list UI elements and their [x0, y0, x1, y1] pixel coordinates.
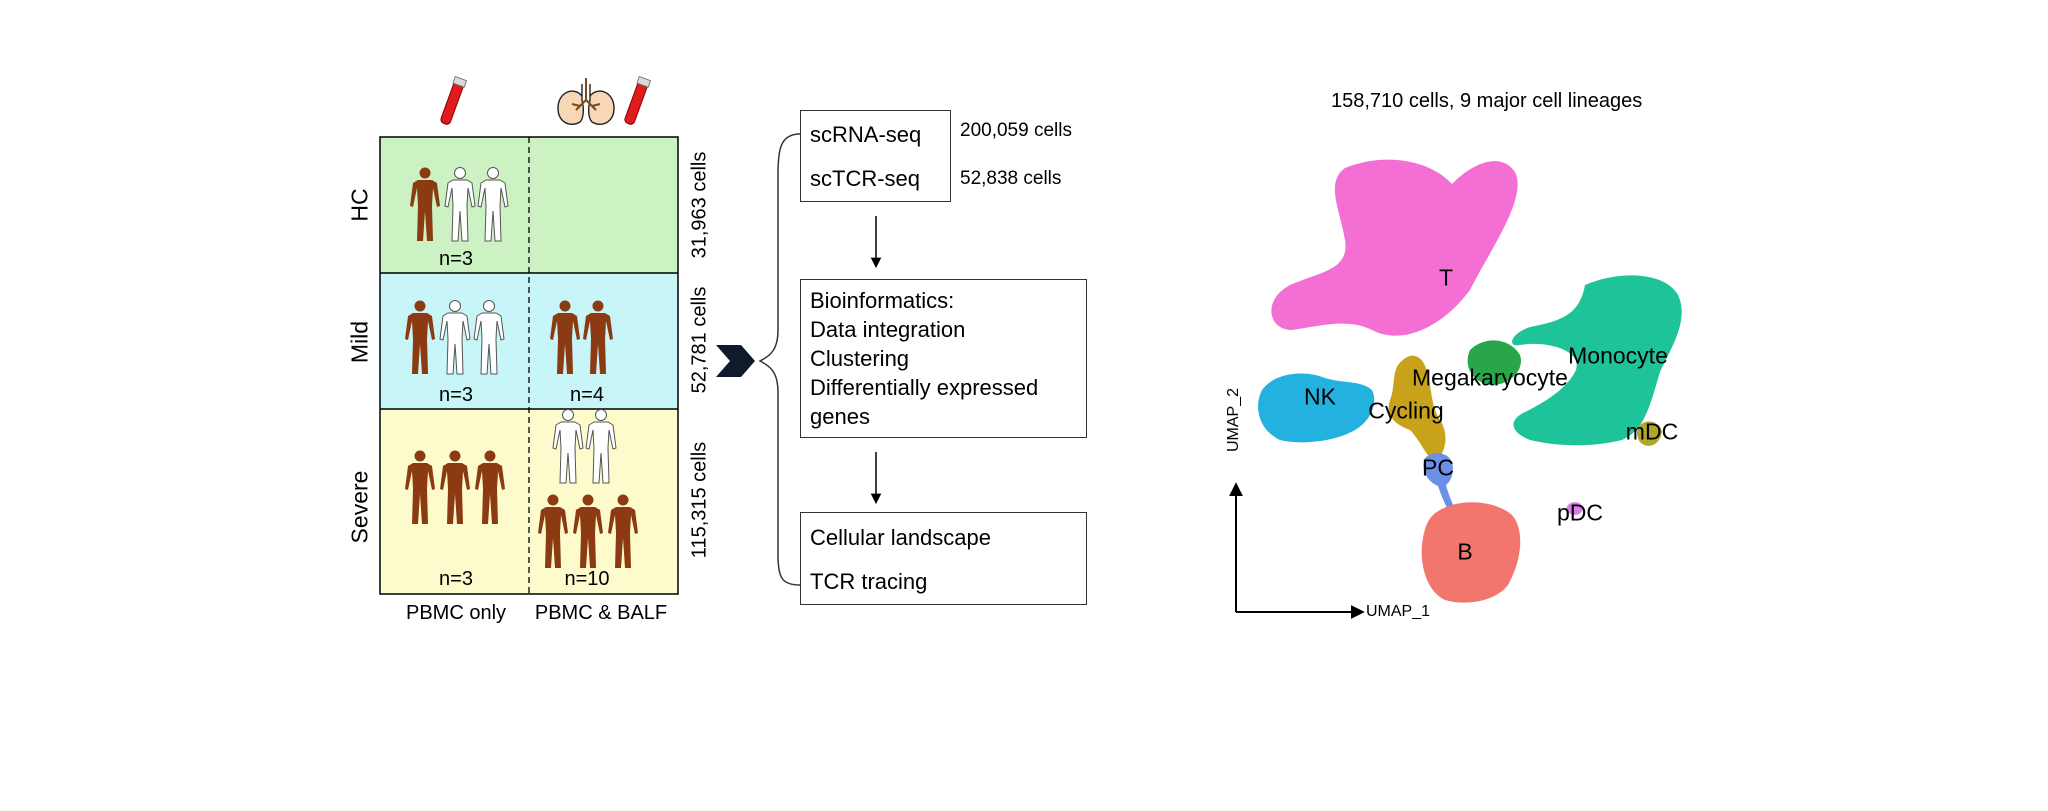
cluster-mdc	[1637, 421, 1662, 446]
cluster-label-nk: NK	[1304, 383, 1336, 410]
cluster-pdc	[1566, 502, 1583, 516]
cluster-label-cycling: Cycling	[1368, 397, 1444, 424]
blood-tube-icon	[438, 76, 468, 127]
seq-sctcr-label: scTCR-seq	[810, 166, 921, 191]
cluster-label-megakaryocyte: Megakaryocyte	[1412, 364, 1568, 391]
lungs-icon	[557, 78, 615, 126]
cluster-megakaryocyte	[1467, 340, 1521, 385]
umap-clusters	[1258, 159, 1682, 603]
cluster-monocyte	[1512, 275, 1682, 446]
cluster-label-pc: PC	[1422, 454, 1454, 481]
output-item: Cellular landscape	[810, 525, 991, 550]
cluster-label-monocyte: Monocyte	[1568, 342, 1668, 369]
cluster-label-mdc: mDC	[1625, 418, 1679, 445]
bioinfo-item: genes	[810, 404, 870, 429]
workflow-bracket	[758, 133, 801, 586]
cluster-t	[1271, 159, 1518, 336]
scrna-cell-count: 200,059 cells	[960, 120, 1072, 141]
group-label-severe: Severe	[346, 470, 373, 544]
cluster-label-pdc: pDC	[1556, 499, 1604, 526]
n-severe-balf: n=10	[564, 568, 610, 590]
cluster-nk	[1258, 373, 1375, 443]
n-hc-pbmc: n=3	[439, 248, 473, 270]
cell-count-severe: 115,315 cells	[688, 441, 711, 559]
umap-y-axis-label: UMAP_2	[1225, 387, 1242, 453]
umap-x-axis-label: UMAP_1	[1366, 603, 1431, 620]
column-label-pbmc: PBMC only	[405, 602, 507, 624]
cohort-grid	[379, 136, 679, 595]
outputs-box: Cellular landscape TCR tracing	[800, 512, 1087, 605]
blood-tube-icon	[622, 76, 652, 127]
chevron-icon	[716, 345, 755, 377]
cluster-label-t: T	[1438, 264, 1454, 291]
bioinfo-item: Data integration	[810, 317, 966, 342]
n-mild-pbmc: n=3	[439, 384, 473, 406]
column-label-pbmc-balf: PBMC & BALF	[534, 602, 668, 624]
n-mild-balf: n=4	[570, 384, 604, 406]
cluster-b	[1421, 502, 1521, 603]
cell-count-mild: 52,781 cells	[688, 286, 711, 394]
group-label-hc: HC	[346, 188, 373, 222]
umap-title: 158,710 cells, 9 major cell lineages	[1331, 90, 1643, 112]
seq-scrna-label: scRNA-seq	[810, 122, 922, 147]
sequencing-box: scRNA-seq scTCR-seq	[800, 110, 951, 202]
n-severe-pbmc: n=3	[439, 568, 473, 590]
bioinfo-heading: Bioinformatics:	[810, 288, 955, 313]
cell-count-hc: 31,963 cells	[688, 151, 711, 259]
output-item: TCR tracing	[810, 569, 928, 594]
bioinfo-item: Differentially expressed	[810, 375, 1039, 400]
cluster-cycling	[1388, 355, 1446, 462]
bioinformatics-box: Bioinformatics: Data integration Cluster…	[800, 279, 1087, 438]
group-label-mild: Mild	[346, 320, 373, 364]
sctcr-cell-count: 52,838 cells	[960, 168, 1062, 189]
bioinfo-item: Clustering	[810, 346, 910, 371]
cluster-label-b: B	[1457, 538, 1473, 565]
